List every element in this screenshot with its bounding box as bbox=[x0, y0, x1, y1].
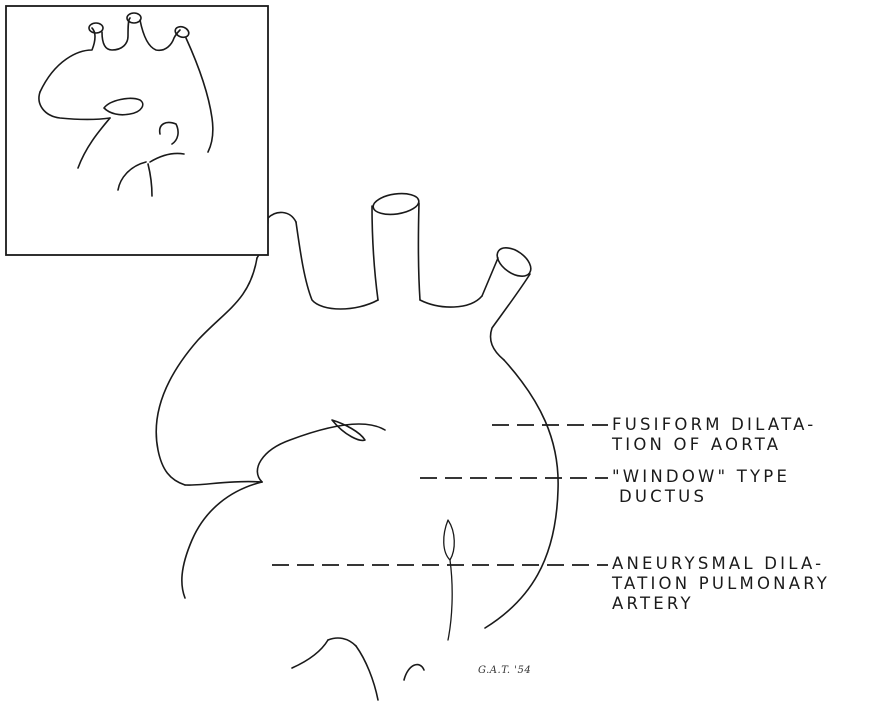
label-ductus-line1: "WINDOW" TYPE bbox=[612, 467, 790, 487]
label-pulmonary-line1: ANEURYSMAL DILA- bbox=[612, 554, 830, 574]
main-illustration bbox=[156, 191, 558, 700]
label-pulmonary-line3: ARTERY bbox=[612, 594, 830, 614]
label-pulmonary: ANEURYSMAL DILA- TATION PULMONARY ARTERY bbox=[612, 554, 830, 614]
label-ductus-line2: DUCTUS bbox=[612, 487, 790, 507]
label-ductus: "WINDOW" TYPE DUCTUS bbox=[612, 467, 790, 507]
inset-diagram bbox=[6, 6, 268, 255]
artist-signature: G.A.T. '54 bbox=[478, 665, 531, 676]
label-aorta-line1: FUSIFORM DILATA- bbox=[612, 415, 816, 435]
inset-frame bbox=[6, 6, 268, 255]
label-aorta: FUSIFORM DILATA- TION OF AORTA bbox=[612, 415, 816, 455]
label-aorta-line2: TION OF AORTA bbox=[612, 435, 816, 455]
label-pulmonary-line2: TATION PULMONARY bbox=[612, 574, 830, 594]
